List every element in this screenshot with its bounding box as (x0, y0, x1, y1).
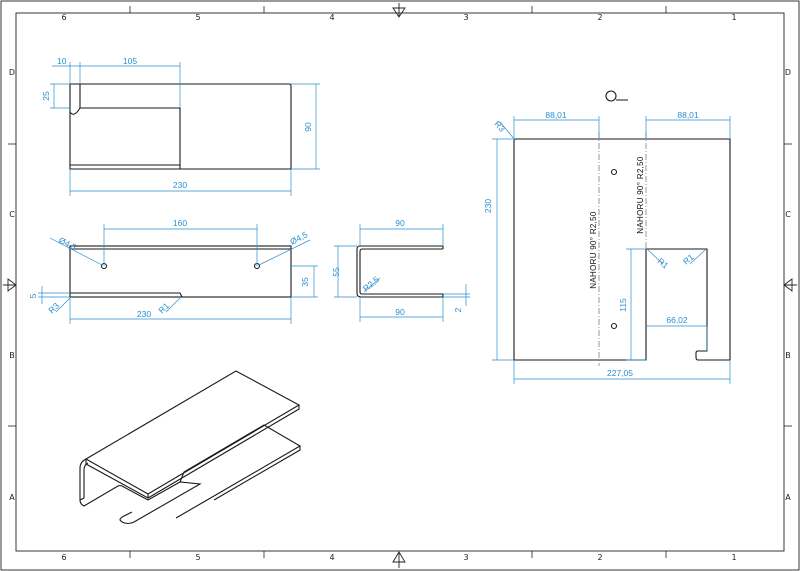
centering-mark-left (3, 278, 17, 292)
flat-hole-top (610, 168, 618, 176)
dim-flat-corner: R3 (492, 119, 507, 134)
dim-r3: R3 (46, 300, 61, 315)
dim-notch-width: 10 (57, 56, 67, 66)
dim-flat-r1-left: R1 (656, 256, 671, 271)
dim-hole-right: Ø4,5 (288, 229, 309, 247)
dim-flat-height: 230 (483, 199, 493, 213)
dim-front-length: 230 (137, 309, 151, 319)
front-view: 160 Ø4,5 Ø4,5 35 5 R3 R1 230 (28, 218, 318, 324)
side-view: 90 55 R2,5 90 2 (331, 218, 470, 322)
dim-side-radius: R2,5 (361, 274, 381, 293)
centering-mark-right (783, 278, 797, 292)
flat-pattern-outline (513, 138, 731, 361)
col-label-bottom: 1 (731, 553, 736, 562)
dim-front-height: 35 (300, 277, 310, 287)
row-label-left: C (9, 210, 15, 219)
col-label-bottom: 4 (329, 553, 334, 562)
dim-flat-66: 66,02 (666, 315, 688, 325)
row-label-left: D (9, 68, 15, 77)
top-view-notch (69, 83, 181, 169)
col-label-top: 5 (195, 13, 200, 22)
top-view: 10 105 25 90 230 (41, 56, 320, 196)
bend-note-2: NAHORU 90° R2,50 (636, 156, 645, 234)
side-view-profile (356, 245, 444, 298)
iso-side-wall (79, 458, 89, 501)
dim-side-height: 55 (331, 267, 341, 277)
top-ruler: 6 5 4 3 2 1 (61, 3, 737, 22)
dim-side-top: 90 (395, 218, 405, 228)
row-label-left: B (9, 351, 15, 360)
row-label-right: B (785, 351, 791, 360)
dim-flat-width: 227,05 (607, 368, 633, 378)
inner-frame (15, 12, 785, 552)
dim-side-bottom: 90 (395, 307, 405, 317)
dim-hole-left: Ø4,5 (57, 235, 78, 253)
col-label-bottom: 5 (195, 553, 200, 562)
dim-gap: 5 (28, 293, 38, 298)
dim-flat-115: 115 (618, 298, 628, 312)
col-label-bottom: 2 (597, 553, 602, 562)
row-label-right: C (785, 210, 791, 219)
projection-symbol (605, 90, 628, 102)
bottom-ruler: 6 5 4 3 2 1 (61, 551, 737, 568)
row-label-right: D (785, 68, 791, 77)
flat-hole-bottom (610, 322, 618, 330)
col-label-top: 3 (463, 13, 468, 22)
dim-height: 90 (303, 122, 313, 132)
iso-bottom-flange (79, 481, 202, 525)
bend-note-1: NAHORU 90° R2,50 (589, 211, 598, 289)
side-rulers: D C B A D C B A (3, 68, 797, 502)
col-label-bottom: 6 (61, 553, 66, 562)
top-view-outline (69, 83, 292, 170)
dim-hole-spacing: 160 (173, 218, 187, 228)
dim-flat-right: 88,01 (677, 110, 699, 120)
col-label-top: 6 (61, 13, 66, 22)
col-label-top: 2 (597, 13, 602, 22)
flat-pattern: 88,01 88,01 R3 230 NAHORU 90° R2,50 NAHO… (483, 90, 731, 384)
dim-thickness: 2 (453, 307, 463, 312)
dim-notch-height: 25 (41, 91, 51, 101)
dim-slot-length: 105 (123, 56, 137, 66)
col-label-top: 4 (329, 13, 334, 22)
dim-flat-r1-right: R1 (681, 252, 696, 267)
dim-length: 230 (173, 180, 187, 190)
centering-mark-top (392, 3, 406, 18)
row-label-left: A (9, 493, 15, 502)
row-label-right: A (785, 493, 791, 502)
centering-mark-bottom (392, 551, 406, 568)
dim-flat-left: 88,01 (545, 110, 567, 120)
iso-top-plate (84, 370, 301, 495)
col-label-top: 1 (731, 13, 736, 22)
isometric-view (79, 370, 302, 525)
col-label-bottom: 3 (463, 553, 468, 562)
front-view-body (69, 245, 292, 298)
dim-r1: R1 (156, 300, 171, 315)
